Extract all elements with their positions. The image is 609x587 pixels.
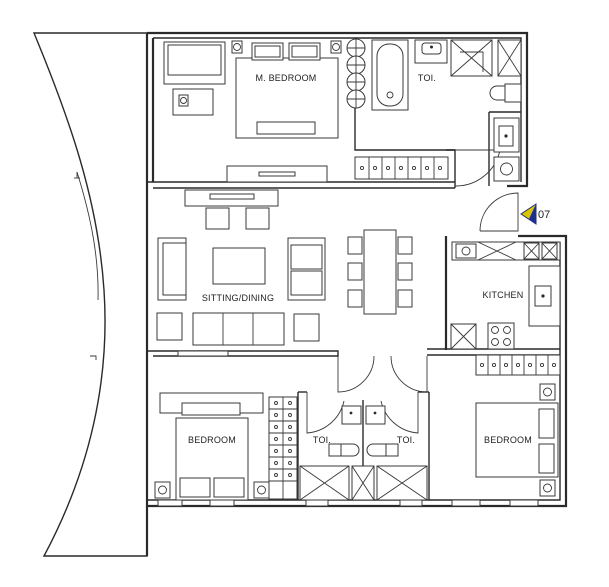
label-toilet-left: TOI. <box>313 435 331 445</box>
interior-walls <box>147 38 560 500</box>
unit-number-label: 07 <box>538 209 550 221</box>
balcony-outline <box>32 32 148 557</box>
sitting-dining <box>156 189 413 357</box>
bedroom-left <box>154 392 298 507</box>
label-bedroom-right: BEDROOM <box>484 435 532 445</box>
label-master-bedroom: M. BEDROOM <box>255 73 316 83</box>
unit-marker <box>520 203 537 225</box>
toilets-shared <box>299 405 428 507</box>
bedroom-right <box>451 383 559 507</box>
label-toilet-right: TOI. <box>397 435 415 445</box>
label-sitting-dining: SITTING/DINING <box>202 293 274 303</box>
kitchen <box>450 241 561 376</box>
door-swings <box>306 149 519 434</box>
label-master-toilet: TOI. <box>418 73 436 83</box>
master-toilet <box>346 38 522 182</box>
label-kitchen: KITCHEN <box>483 290 524 300</box>
label-bedroom-left: BEDROOM <box>188 435 236 445</box>
outer-walls <box>145 31 568 556</box>
master-bedroom <box>163 40 449 183</box>
